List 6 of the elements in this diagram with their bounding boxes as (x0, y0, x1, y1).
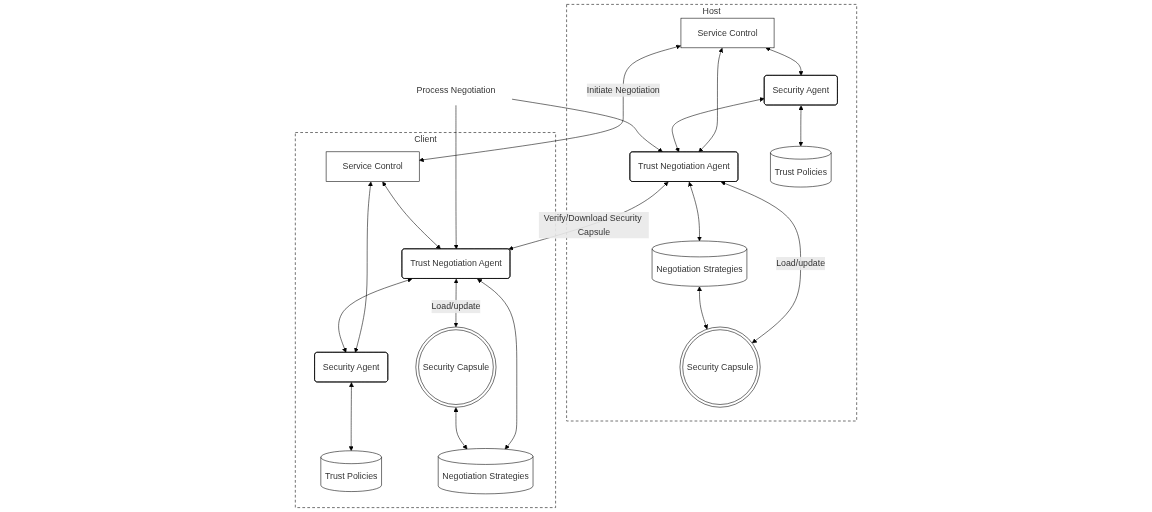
edge-label: Load/update (431, 301, 481, 312)
edge-label: Load/update (776, 258, 826, 269)
edge-label: Initiate Negotiation (586, 85, 660, 95)
node-box: Service Control (325, 151, 420, 182)
node-text: Process Negotiation (416, 85, 496, 95)
node-box: Service Control (680, 17, 775, 49)
